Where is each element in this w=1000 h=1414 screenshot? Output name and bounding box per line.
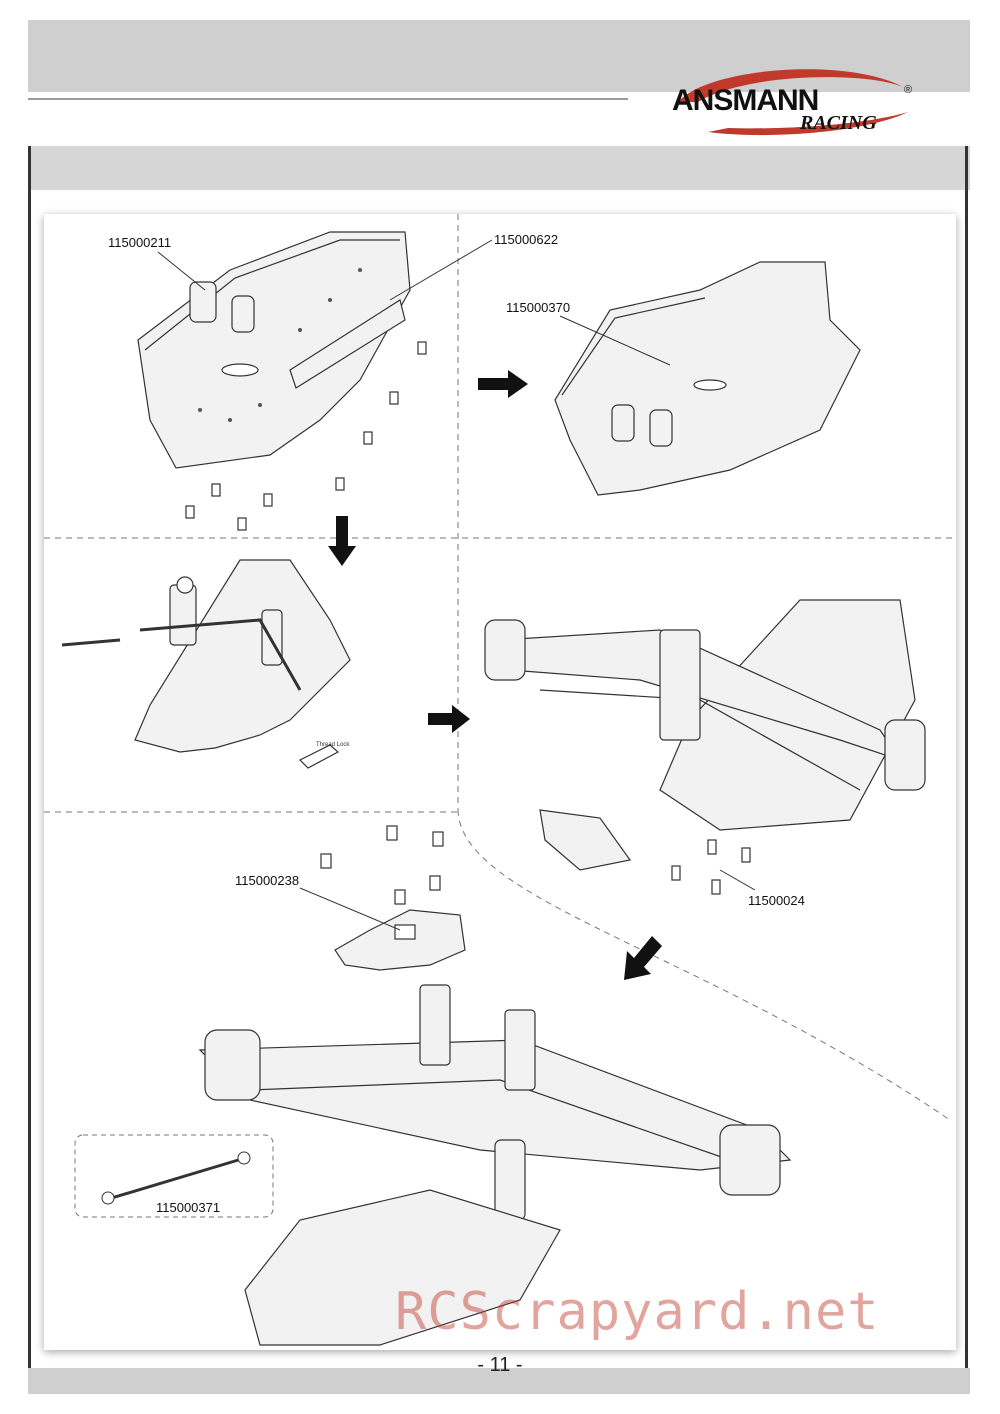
part-label-11500024: 11500024: [748, 893, 805, 908]
screw-group-step4: [671, 839, 751, 895]
brand-logo: [668, 62, 918, 142]
screw-group-step5: [320, 825, 444, 905]
screw-group-step1: [185, 341, 427, 531]
steering-assembly: [61, 559, 351, 769]
brand-name: ANSMANN: [672, 84, 819, 117]
page-number: - 11 -: [477, 1354, 523, 1376]
brand-sub: RACING: [800, 112, 877, 134]
thread-lock-sticker: Thread Lock: [316, 742, 350, 748]
page-frame: [28, 146, 968, 1386]
arrow-right-icon: [478, 370, 528, 398]
step-arrows: [328, 370, 662, 980]
part-label-115000371: 115000371: [156, 1200, 221, 1215]
rear-arm-assembly: [198, 984, 792, 1346]
chassis-plate-step1: [137, 231, 411, 469]
chassis-plate-step2: [554, 261, 861, 496]
part-label-115000211: 115000211: [108, 235, 172, 250]
top-plate: [334, 909, 466, 971]
leader-lines: [157, 239, 756, 931]
part-label-115000370: 115000370: [506, 300, 571, 315]
footer-band: [28, 1368, 970, 1394]
watermark: RCScrapyard.net: [395, 1282, 880, 1342]
part-label-115000238: 115000238: [235, 873, 300, 888]
turnbuckle-inset: [74, 1134, 274, 1218]
header-rule: [28, 98, 628, 100]
front-arm-assembly: [484, 599, 926, 871]
logo-swoosh-icon: [678, 69, 908, 136]
part-label-115000622: 115000622: [494, 232, 559, 247]
section-band: [28, 146, 970, 190]
arrow-right-icon: [428, 705, 470, 733]
arrow-down-left-icon: [624, 936, 662, 980]
brand-registered: ®: [904, 84, 913, 96]
arrow-down-icon: [328, 516, 356, 566]
header-band: [28, 20, 970, 92]
